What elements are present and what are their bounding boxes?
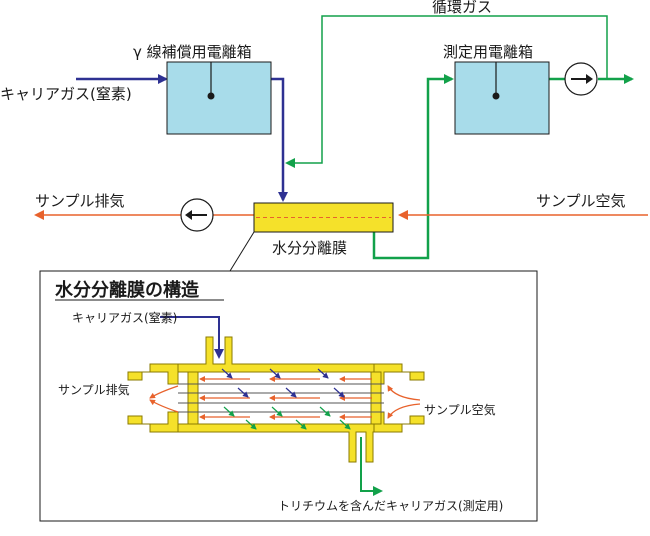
membrane-housing [127,336,425,463]
gamma-compensation-chamber [166,61,272,135]
detail-carrier-out-label: トリチウムを含んだキャリアガス(測定用) [278,498,503,513]
measure-chamber-label: 測定用電離箱 [443,43,533,61]
pump-right-icon [564,62,598,96]
circulating-gas-label: 循環ガス [432,0,492,16]
detail-carrier-flow-green [223,406,351,430]
structure-title: 水分分離膜の構造 [55,279,199,301]
electrode-icon [207,92,215,100]
circulating-gas-line [285,15,608,168]
carrier-gas-line [76,74,288,202]
pump-left-icon [180,198,214,232]
structure-detail-box [39,270,538,522]
measure-output-line [372,74,634,260]
gamma-chamber-label: γ 線補償用電離箱 [133,43,252,61]
sample-exhaust-label: サンプル排気 [35,192,125,210]
measurement-chamber [454,61,550,135]
membrane-label: 水分分離膜 [272,239,347,257]
electrode-icon [492,92,500,100]
detail-carrier-in-label: キャリアガス(窒素) [72,310,177,325]
sample-air-label: サンプル空気 [536,192,626,210]
carrier-gas-in-label: キャリアガス(窒素) [0,85,132,103]
detail-carrier-out-line [360,437,383,496]
detail-sample-flow [149,376,421,420]
membrane-box [253,202,394,233]
detail-sample-exhaust-label: サンプル排気 [58,382,130,397]
detail-carrier-in-line [160,316,224,359]
callout-lines [229,231,255,272]
detail-carrier-flow-blue [221,368,345,398]
detail-sample-air-label: サンプル空気 [424,402,496,417]
